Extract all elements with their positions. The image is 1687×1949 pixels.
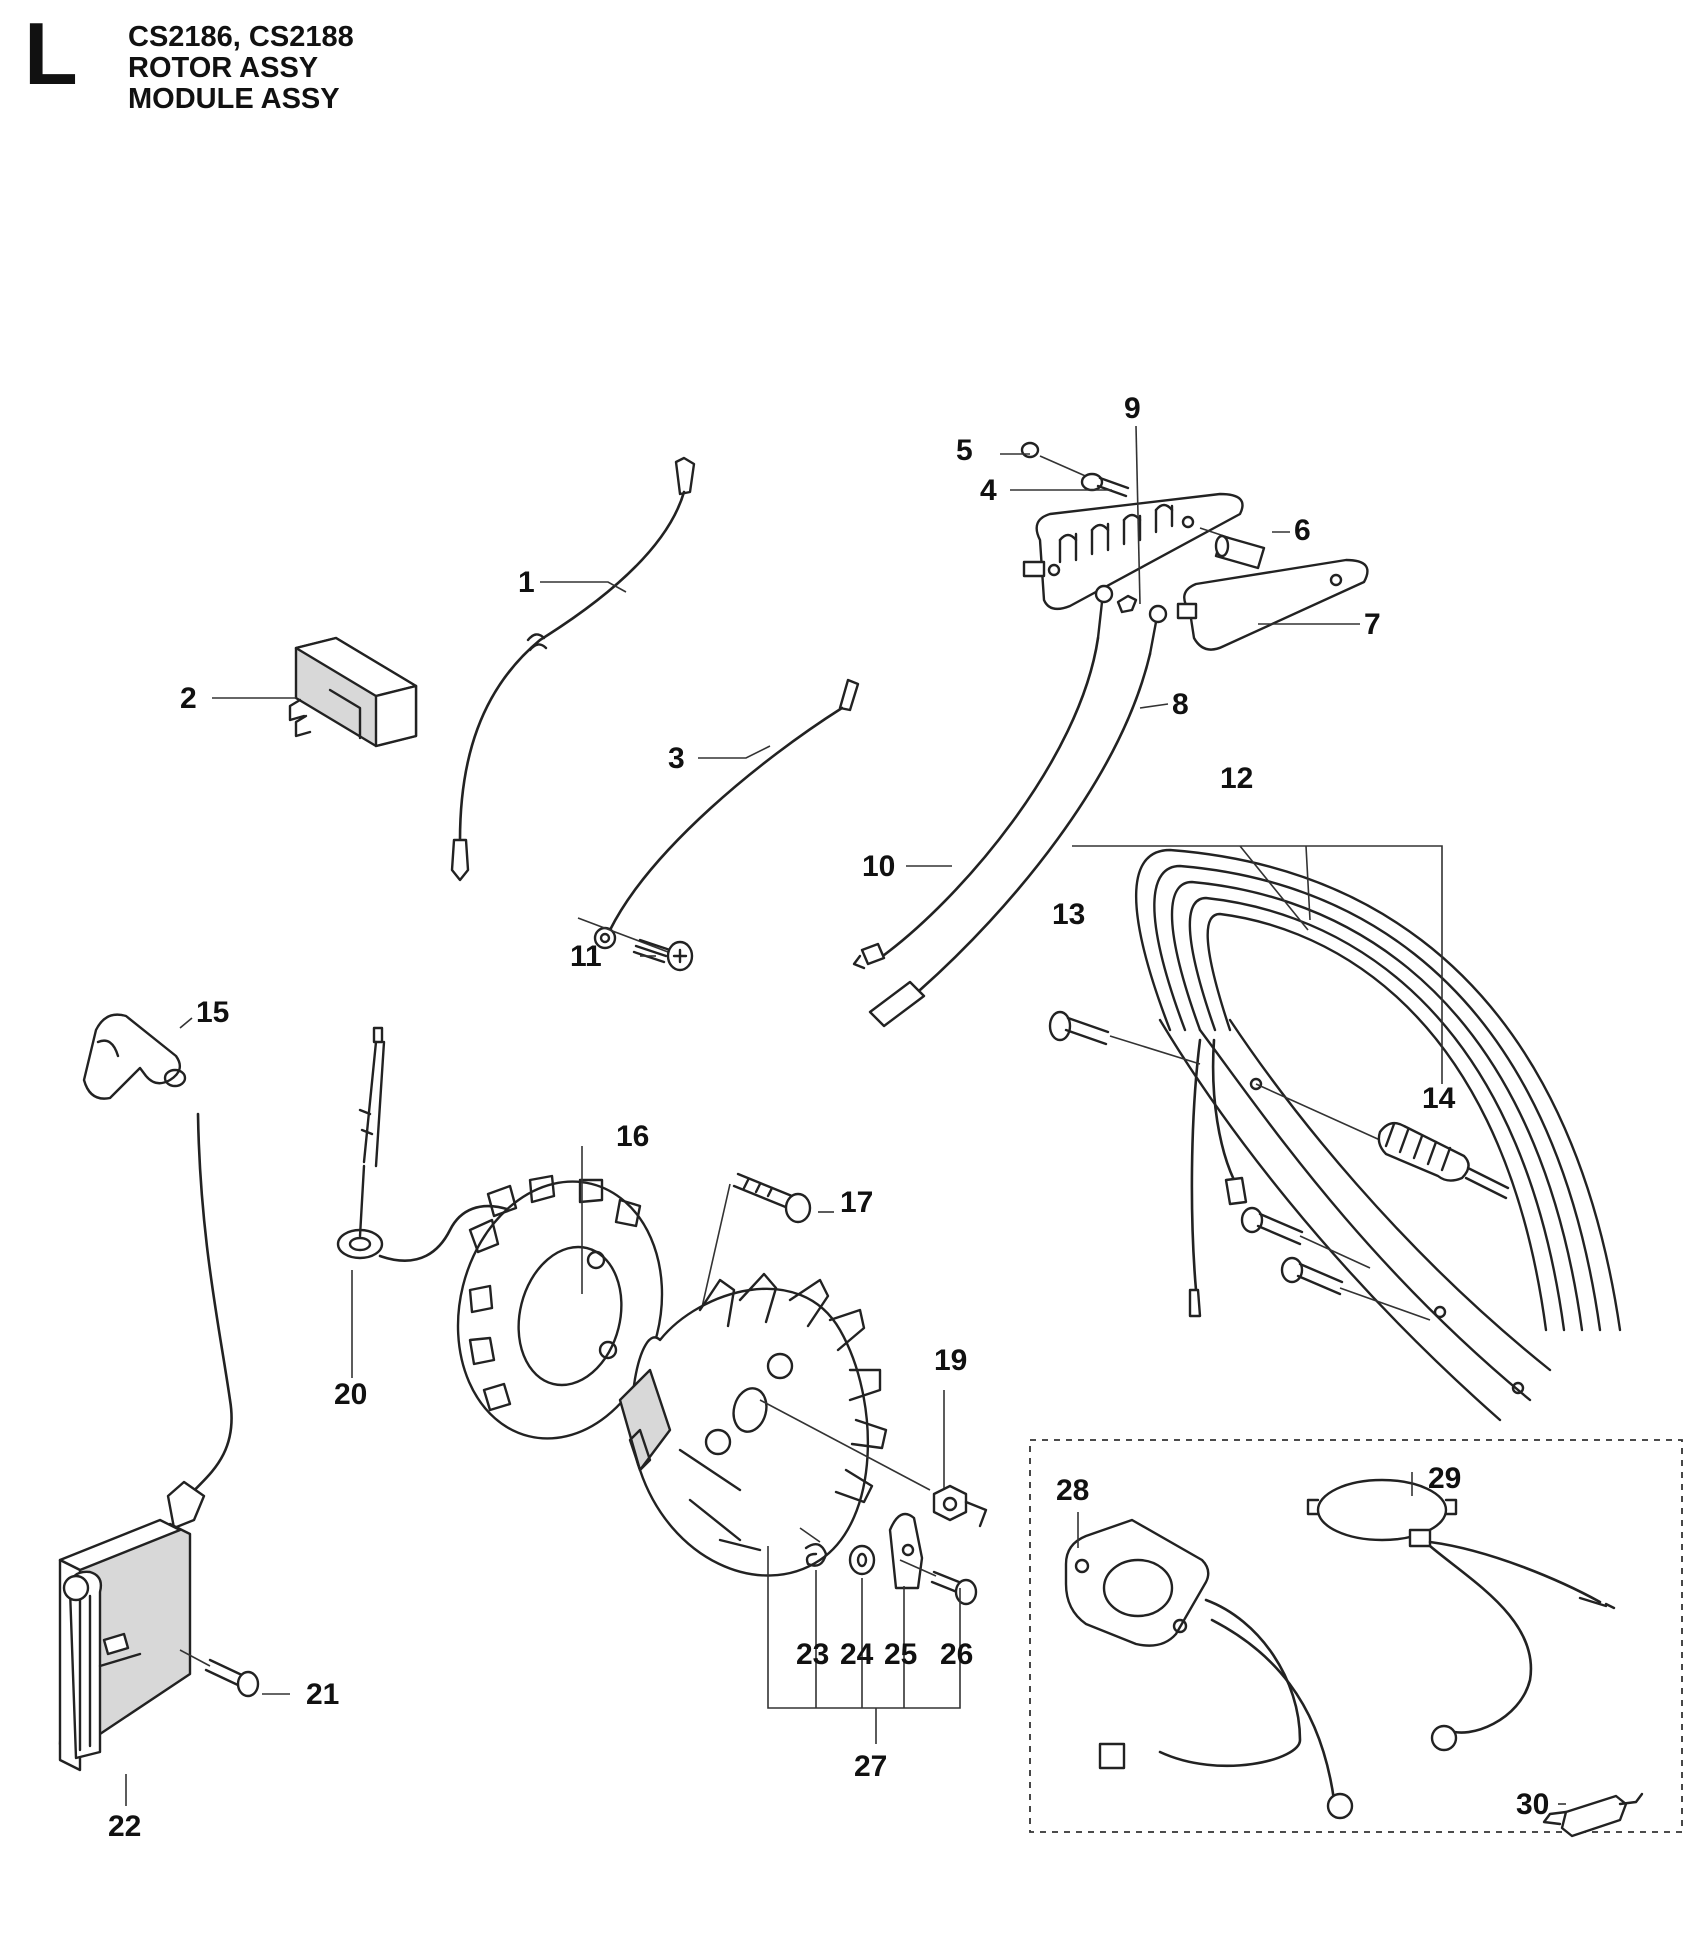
callout-29: 29: [1428, 1462, 1461, 1495]
part-14-buffer: [1255, 1083, 1510, 1200]
callout-11: 11: [570, 940, 602, 973]
part-30-bracket: [1542, 1792, 1644, 1838]
callout-17: 17: [840, 1186, 873, 1219]
callout-21: 21: [306, 1678, 339, 1711]
callout-6: 6: [1294, 514, 1311, 547]
part-26-screw: [899, 1559, 978, 1606]
leader-lines: [125, 425, 1566, 1806]
part-6-spacer: [1199, 527, 1266, 570]
part-16-stator: [456, 1174, 664, 1440]
callout-4: 4: [980, 474, 997, 507]
part-23-spring: [799, 1527, 828, 1567]
part-21-screw: [179, 1649, 260, 1698]
part-13-bolt: [1048, 1010, 1201, 1065]
part-2-switch: [288, 636, 418, 748]
part-28-module: [1064, 1518, 1354, 1820]
callout-3: 3: [668, 742, 685, 775]
callout-1: 1: [518, 566, 535, 599]
callout-30: 30: [1516, 1788, 1549, 1821]
callout-24: 24: [840, 1638, 874, 1671]
callout-22: 22: [108, 1810, 141, 1843]
title-rotor-assy: ROTOR ASSY: [128, 52, 319, 84]
callout-16: 16: [616, 1120, 649, 1153]
part-19-nut: [759, 1399, 988, 1528]
callout-14: 14: [1422, 1082, 1456, 1115]
part-24-washer: [848, 1544, 876, 1576]
callout-12: 12: [1220, 762, 1253, 795]
part-8-wire: [868, 604, 1168, 1028]
callout-5: 5: [956, 434, 973, 467]
callout-28: 28: [1056, 1474, 1089, 1507]
callout-19: 19: [934, 1344, 967, 1377]
callout-26: 26: [940, 1638, 973, 1671]
section-letter: L: [24, 4, 78, 103]
callout-2: 2: [180, 682, 197, 715]
callout-13: 13: [1052, 898, 1085, 931]
callout-7: 7: [1364, 608, 1381, 641]
part-5-washer: [1020, 441, 1040, 459]
callout-25: 25: [884, 1638, 917, 1671]
part-29-sensor: [1306, 1478, 1616, 1752]
handle-bolts: [1240, 1206, 1431, 1321]
kit-dashed-box: [1029, 1439, 1683, 1833]
part-20-grommet: [336, 1026, 512, 1262]
part-12-handle: [1135, 848, 1622, 1422]
part-3-wire: [593, 678, 860, 950]
callout-15: 15: [196, 996, 229, 1029]
title-block: CS2186, CS2188 ROTOR ASSY MODULE ASSY: [128, 22, 354, 115]
part-1-wire: [450, 456, 696, 882]
part-11-screw: [577, 917, 694, 972]
part-22-ignition-module: [58, 1112, 233, 1772]
callout-23: 23: [796, 1638, 829, 1671]
callout-27: 27: [854, 1750, 887, 1783]
part-4-screw: [1039, 455, 1130, 498]
part-25-pawl: [888, 1512, 924, 1590]
callout-10: 10: [862, 850, 895, 883]
part-7-plate: [1176, 558, 1369, 651]
model-numbers: CS2186, CS2188: [128, 21, 354, 53]
callout-20: 20: [334, 1378, 367, 1411]
part-10-wire: [852, 584, 1114, 970]
part-15-boot: [82, 1013, 187, 1100]
callout-labels: 1 2 3 4 5 6 7 8 9 10 11 12 13 14 15 16 1…: [108, 392, 1549, 1843]
callout-9: 9: [1124, 392, 1141, 425]
title-module-assy: MODULE ASSY: [128, 83, 340, 115]
callout-8: 8: [1172, 688, 1189, 721]
flywheel-rotor: [618, 1272, 888, 1577]
